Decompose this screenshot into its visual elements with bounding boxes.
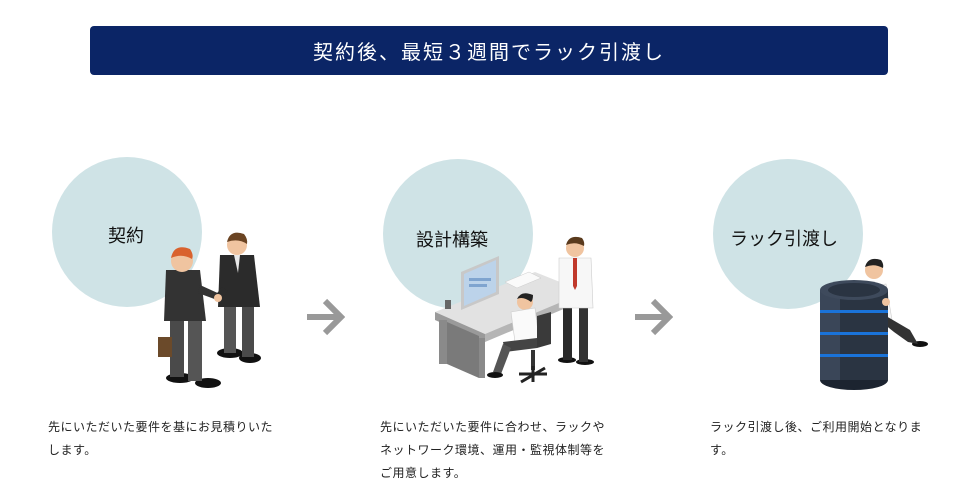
server-rack-illustration — [820, 258, 928, 390]
arrow-right-icon — [635, 298, 673, 336]
office-construction-illustration — [435, 236, 594, 384]
step-label: ラック引渡し — [730, 229, 838, 250]
step-contract: 契約 先にいただいた要件を基にお見積りいたします。 — [0, 0, 300, 497]
step-design-build: 設計構築 先にいただいた要件に合わ — [330, 0, 630, 497]
step-description: 先にいただいた要件を基にお見積りいたします。 — [48, 420, 274, 457]
step-description: ラック引渡し後、ご利用開始となります。 — [710, 420, 923, 457]
step-label: 契約 — [108, 226, 144, 247]
page-title-banner: 契約後、最短３週間でラック引渡し — [90, 26, 888, 75]
handshake-illustration — [158, 232, 261, 388]
arrow-right-icon — [307, 298, 345, 336]
page-title: 契約後、最短３週間でラック引渡し — [313, 40, 665, 64]
step-description: 先にいただいた要件に合わせ、ラックやネットワーク環境、運用・監視体制等をご用意し… — [380, 420, 606, 480]
step-label: 設計構築 — [416, 230, 488, 251]
step-rack-handover: ラック引渡し ラック引渡し後、ご利用開始となります。 — [660, 0, 960, 497]
